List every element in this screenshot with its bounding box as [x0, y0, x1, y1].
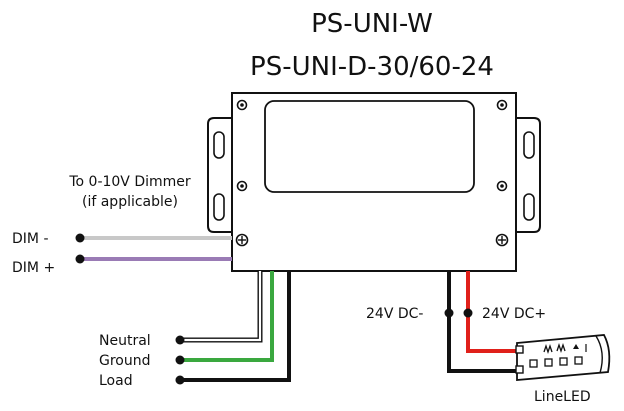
screw-icon — [496, 180, 508, 192]
resistor-icon — [543, 342, 587, 355]
load-label: Load — [99, 373, 133, 389]
screw-icon — [496, 99, 508, 111]
neutral-terminal — [175, 335, 185, 345]
ground-terminal — [175, 355, 185, 365]
dc-negative-wire — [447, 271, 519, 373]
led-chip-icon — [544, 358, 553, 367]
screw-icon — [236, 99, 248, 111]
led-chip-icon — [529, 359, 538, 368]
dimmer-label: To 0-10V Dimmer — [68, 174, 191, 190]
dim-minus-label: DIM - — [12, 231, 49, 247]
dc-positive-wire — [466, 271, 519, 353]
dc-negative-label: 24V DC- — [366, 306, 423, 322]
power-supply-unit — [207, 92, 541, 272]
negative-pad — [515, 365, 524, 374]
right-mount-slot-bottom — [523, 193, 535, 221]
screw-icon — [495, 233, 509, 247]
dc-negative-terminal — [444, 308, 454, 318]
lineled-strip — [515, 334, 611, 381]
load-terminal — [175, 375, 185, 385]
positive-pad — [515, 345, 524, 354]
dim-plus-terminal — [75, 254, 85, 264]
dim-minus-terminal — [75, 233, 85, 243]
title-line-1: PS-UNI-W — [311, 9, 433, 39]
screw-icon — [236, 180, 248, 192]
led-chip-icon — [559, 357, 568, 366]
neutral-label: Neutral — [99, 333, 151, 349]
right-mount-slot-top — [523, 131, 535, 159]
left-mount-slot-bottom — [213, 193, 225, 221]
left-mount-slot-top — [213, 131, 225, 159]
dc-positive-terminal — [463, 308, 473, 318]
led-chip-icon — [574, 356, 583, 365]
neutral-wire — [180, 271, 263, 343]
dim-plus-label: DIM + — [12, 260, 55, 276]
lineled-label: LineLED — [534, 389, 591, 405]
ground-label: Ground — [99, 353, 151, 369]
screw-icon — [235, 233, 249, 247]
load-wire — [180, 271, 291, 382]
dc-positive-label: 24V DC+ — [482, 306, 546, 322]
title-line-2: PS-UNI-D-30/60-24 — [250, 52, 494, 82]
label-window — [264, 100, 475, 193]
ground-wire — [180, 271, 274, 362]
dimmer-note-label: (if applicable) — [82, 194, 178, 210]
